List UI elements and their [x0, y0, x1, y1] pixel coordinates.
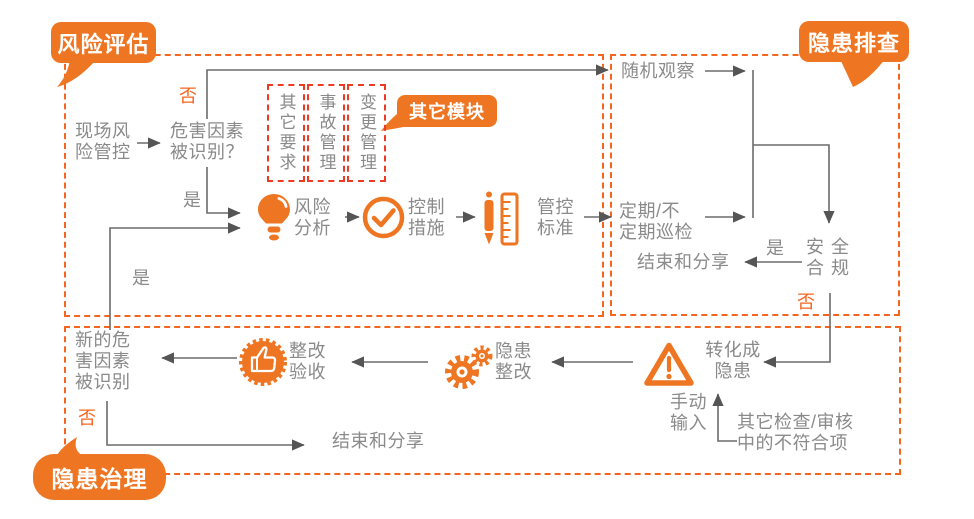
- branch-yes-left: 是: [132, 268, 151, 288]
- branch-no-bottom-left: 否: [78, 408, 97, 428]
- connector-manual-input-up: [712, 393, 737, 442]
- connector-no-to-random-observation: [206, 64, 609, 119]
- region-hazard-inspection: [610, 54, 900, 316]
- connector-yes-to-risk-analysis: [206, 167, 241, 219]
- module-box-label: 其它要求: [276, 93, 296, 173]
- region-risk-assessment: [64, 54, 604, 317]
- node-end-and-share-right: 结束和分享: [637, 252, 730, 272]
- branch-yes-right: 是: [766, 238, 785, 258]
- node-risk-analysis: 风险 分析: [294, 197, 331, 238]
- gears-icon: [445, 345, 493, 389]
- thumbs-up-badge-icon: [239, 338, 287, 386]
- node-hazard-rectification: 隐患 整改: [495, 341, 532, 382]
- bubble-tail-hazard-inspection: [840, 59, 885, 87]
- bubble-other-modules: 其它模块: [397, 95, 497, 127]
- pencil-ruler-icon: [484, 191, 519, 246]
- node-safety-compliance: 安全 合规: [806, 237, 856, 278]
- node-control-standards: 管控 标准: [537, 197, 574, 238]
- node-convert-to-hazard: 转化成 隐患: [705, 340, 761, 381]
- warning-triangle-icon: [644, 342, 694, 386]
- lightbulb-icon: [258, 194, 290, 241]
- bubble-hazard-inspection: 隐患排查: [799, 21, 909, 62]
- branch-no-right: 否: [797, 292, 816, 312]
- node-random-observation: 随机观察: [621, 61, 695, 81]
- node-end-and-share-bottom: 结束和分享: [332, 431, 425, 451]
- branch-no-top: 否: [179, 86, 198, 106]
- bubble-tail-hazard-governance: [56, 437, 85, 457]
- node-site-risk-control: 现场风 险管控: [75, 121, 131, 162]
- node-other-check-items: 其它检查/审核 中的不符合项: [737, 412, 854, 453]
- connector-no-to-convert-hazard: [763, 293, 831, 368]
- bubble-hazard-governance: 隐患治理: [33, 454, 166, 500]
- region-hazard-governance: [64, 326, 901, 475]
- module-box-accident-management: 事故管理: [307, 84, 345, 182]
- module-box-label: 变更管理: [357, 93, 376, 173]
- connector-newhazard-yes-to-risk-analysis: [109, 222, 241, 330]
- bubble-risk-assessment: 风险评估: [51, 22, 156, 63]
- node-new-hazard-identified: 新的危 害因素 被识别: [75, 330, 131, 392]
- check-circle-icon: [362, 196, 405, 239]
- connector-no-to-end-share-bottom: [106, 401, 305, 451]
- node-manual-input: 手动 输入: [670, 392, 707, 433]
- node-rectification-acceptance: 整改 验收: [289, 341, 326, 382]
- node-control-measures: 控制 措施: [408, 197, 445, 238]
- module-box-change-management: 变更管理: [347, 84, 386, 182]
- node-hazard-identified: 危害因素 被识别？: [170, 121, 244, 162]
- bubble-tail-risk-assessment: [57, 60, 95, 87]
- node-periodic-inspection: 定期/不 定期巡检: [619, 201, 693, 242]
- module-box-label: 事故管理: [316, 93, 336, 173]
- module-box-other-requirements: 其它要求: [267, 84, 305, 182]
- connector-to-safety-compliance: [753, 144, 835, 224]
- branch-yes-top: 是: [183, 190, 202, 210]
